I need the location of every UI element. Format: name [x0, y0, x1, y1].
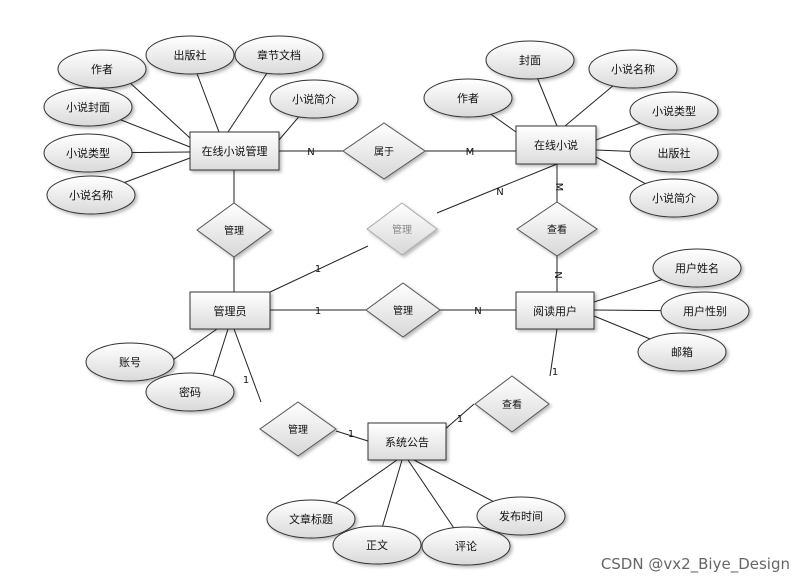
attribute-label: 用户性别: [683, 304, 727, 318]
entity-online-novel: 在线小说: [515, 125, 597, 165]
relation-label: 管理: [288, 423, 308, 436]
attribute-novel-name: 小说名称: [588, 49, 678, 89]
relation-label: 属于: [374, 146, 394, 158]
relation-label: 管理: [224, 224, 244, 237]
attribute-publisher: 出版社: [145, 35, 235, 75]
entity-label: 阅读用户: [533, 304, 577, 318]
relation-view-notice: 查看: [474, 375, 550, 433]
attribute-label: 小说简介: [652, 191, 696, 205]
cardinality-label: 1: [457, 414, 463, 425]
attribute-label: 小说类型: [66, 146, 110, 160]
cardinality-label: 1: [315, 264, 321, 275]
attribute-label: 小说类型: [652, 104, 696, 118]
attribute-label: 文章标题: [289, 512, 333, 526]
cardinality-label: M: [466, 147, 475, 158]
attribute-author: 作者: [57, 49, 147, 89]
relation-manage-diagonal: 管理: [366, 202, 438, 256]
attribute-label: 出版社: [174, 48, 207, 62]
attribute-account: 账号: [85, 342, 175, 382]
relation-label: 查看: [502, 398, 522, 411]
attribute-cover: 封面: [485, 40, 575, 80]
attribute-article-title: 文章标题: [266, 499, 356, 539]
cardinality-label: N: [307, 147, 314, 158]
attribute-novel-intro: 小说简介: [269, 79, 359, 119]
attribute-label: 作者: [91, 63, 113, 76]
watermark: CSDN @vx2_Biye_Design: [601, 555, 790, 574]
cardinality-label: M: [553, 183, 564, 192]
cardinality-label: 1: [552, 367, 558, 378]
relation-manage-user: 管理: [365, 282, 441, 338]
entity-system-notice: 系统公告: [367, 422, 447, 461]
relation-belongs: 属于: [342, 122, 426, 180]
relation-label: 管理: [392, 223, 412, 236]
attribute-label: 发布时间: [499, 509, 543, 523]
relation-view-novel: 查看: [516, 201, 598, 257]
attribute-label: 用户姓名: [675, 261, 719, 275]
attribute-label: 账号: [119, 356, 141, 369]
attribute-publish-time: 发布时间: [476, 496, 566, 536]
relation-manage-novel: 管理: [196, 202, 272, 258]
entity-label: 系统公告: [385, 436, 429, 449]
attribute-novel-name: 小说名称: [46, 175, 136, 215]
attribute-label: 评论: [455, 539, 477, 553]
attribute-label: 密码: [179, 385, 201, 399]
cardinality-labels: N M 1 N M N 1 N 1 1 1 1: [243, 147, 564, 440]
attribute-chapter-doc: 章节文档: [234, 35, 324, 75]
attribute-novel-cover: 小说封面: [43, 87, 133, 127]
attribute-user-gender: 用户性别: [660, 291, 750, 331]
cardinality-label: N: [474, 306, 481, 317]
entity-reader: 阅读用户: [515, 291, 595, 330]
cardinality-label: 1: [243, 375, 249, 386]
attribute-label: 作者: [457, 92, 479, 105]
attribute-body-text: 正文: [332, 525, 422, 565]
attribute-label: 小说名称: [69, 188, 113, 202]
entity-novel-management: 在线小说管理: [189, 131, 280, 171]
attribute-label: 封面: [519, 53, 541, 67]
relation-label: 管理: [393, 304, 413, 317]
attribute-user-name: 用户姓名: [652, 248, 742, 288]
cardinality-label: 1: [348, 429, 354, 440]
attribute-novel-type: 小说类型: [629, 91, 719, 131]
attribute-publisher: 出版社: [629, 133, 719, 173]
attribute-label: 章节文档: [257, 48, 301, 62]
cardinality-label: 1: [315, 306, 321, 317]
relation-label: 查看: [547, 223, 567, 236]
attribute-label: 小说名称: [611, 62, 655, 76]
attribute-label: 出版社: [658, 146, 691, 160]
attribute-label: 小说封面: [66, 100, 110, 114]
attribute-password: 密码: [145, 372, 235, 412]
attribute-email: 邮箱: [637, 332, 727, 372]
cardinality-label: N: [552, 271, 563, 278]
attribute-label: 邮箱: [671, 345, 693, 359]
cardinality-label: N: [496, 187, 503, 198]
entity-label: 在线小说管理: [202, 144, 268, 158]
attribute-label: 小说简介: [292, 92, 336, 106]
entity-admin: 管理员: [189, 291, 271, 330]
entity-label: 在线小说: [534, 138, 578, 152]
entity-label: 管理员: [214, 304, 247, 318]
attribute-label: 正文: [366, 538, 388, 552]
attribute-comment: 评论: [421, 526, 511, 566]
attribute-novel-intro: 小说简介: [629, 178, 719, 218]
relation-manage-notice: 管理: [259, 401, 337, 457]
attribute-novel-type: 小说类型: [43, 133, 133, 173]
attribute-author: 作者: [423, 78, 513, 118]
